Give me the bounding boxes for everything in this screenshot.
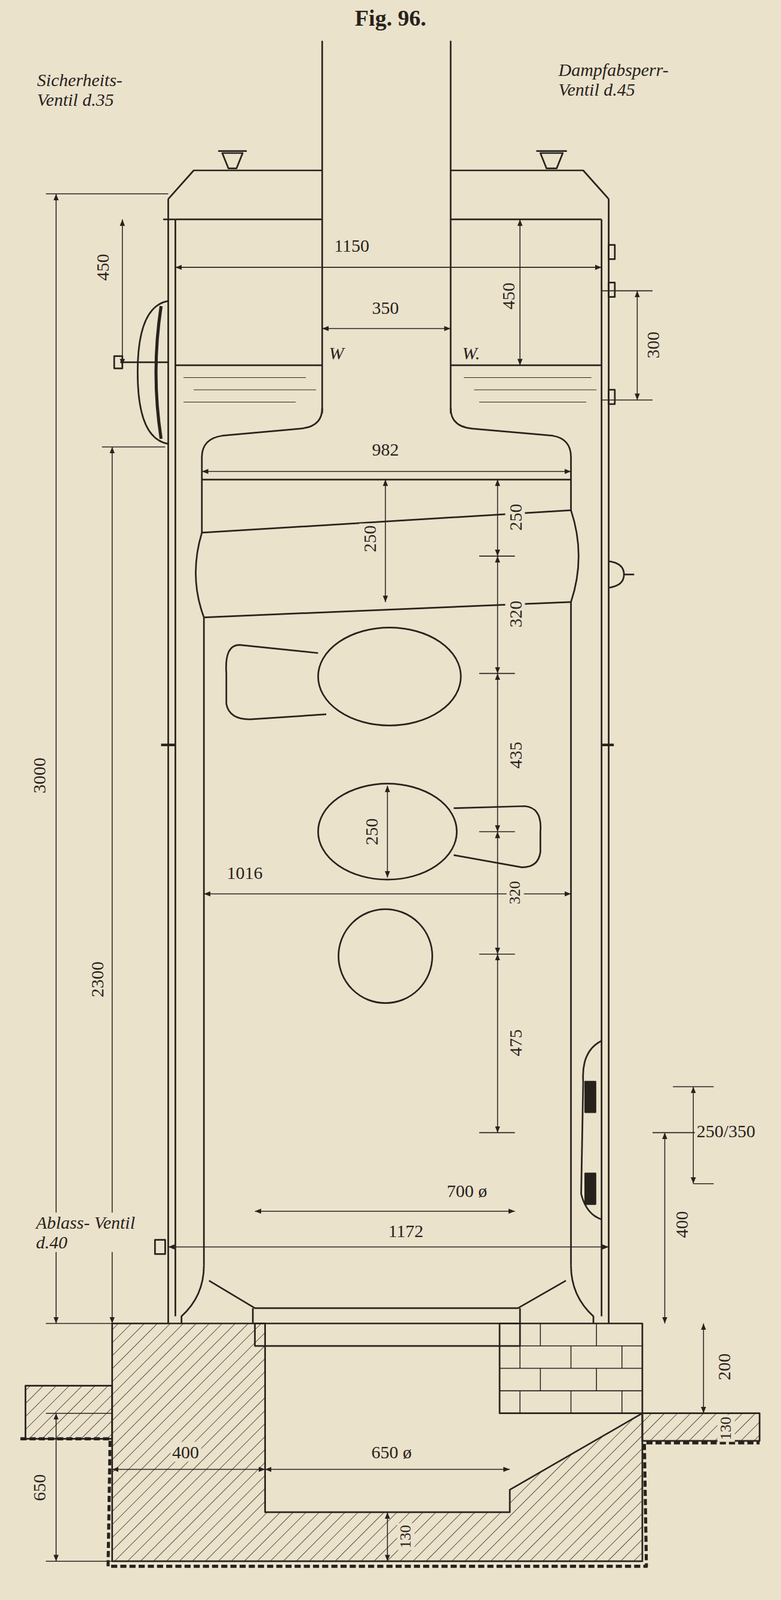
part-label: Dampfabsperr- Ventil d.45: [556, 59, 704, 100]
dimension-label: 650: [28, 1471, 49, 1502]
dimension-label: 320: [506, 878, 524, 906]
dimension-label: 130: [717, 1413, 735, 1441]
dimension-label: 650 ø: [369, 1441, 414, 1462]
dimension-label: 1150: [332, 234, 372, 255]
figure-title: Fig. 96.: [353, 5, 428, 32]
part-label: Ablass- Ventil d.40: [34, 1211, 146, 1252]
part-label: W.: [460, 342, 482, 363]
part-label: Sicherheits- Ventil d.35: [35, 69, 159, 110]
part-label: W: [327, 342, 346, 363]
dimension-label: 400: [671, 1208, 691, 1239]
dimension-label: 1172: [386, 1219, 426, 1240]
dimension-label: 250/350: [694, 1119, 758, 1140]
dimension-label: 450: [92, 252, 112, 283]
dimension-label: 320: [504, 598, 525, 630]
dimension-label: 200: [714, 1351, 734, 1382]
dimension-label: 130: [397, 1521, 415, 1549]
dimension-label: 700 ø: [445, 1180, 490, 1200]
dimension-label: 2300: [87, 959, 107, 999]
dimension-label: 250: [504, 501, 525, 533]
dimension-label: 350: [369, 296, 401, 317]
dimension-label: 982: [369, 438, 401, 459]
dimension-label: 250: [359, 522, 379, 554]
dimension-label: 435: [504, 739, 525, 770]
dimension-label: 450: [497, 280, 518, 311]
dimension-label: 1016: [225, 861, 265, 882]
dimension-label: 3000: [28, 755, 49, 795]
dimension-label: 400: [170, 1441, 201, 1462]
dimension-label: 250: [361, 815, 382, 847]
dimension-label: 300: [642, 329, 663, 360]
dimension-label: 475: [504, 1026, 525, 1058]
